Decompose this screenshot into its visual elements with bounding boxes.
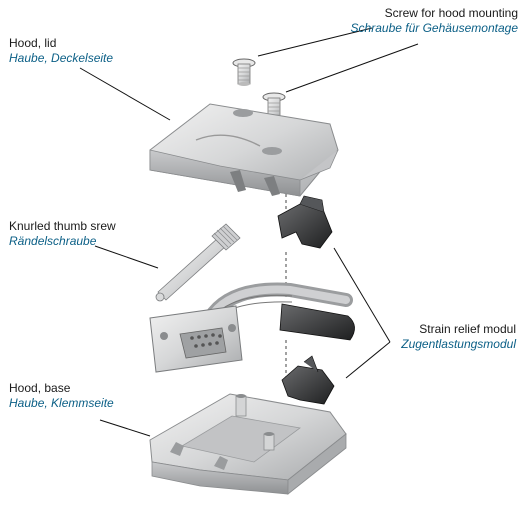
- leader-screw-2: [285, 43, 419, 93]
- leader-hood-lid: [79, 67, 171, 121]
- leader-lines: [79, 27, 419, 437]
- callout-thumb-screw-de: Rändelschraube: [9, 234, 97, 248]
- leader-thumb-screw: [94, 245, 159, 269]
- callout-thumb-screw-en: Knurled thumb srew: [9, 219, 116, 233]
- callout-hood-lid: Hood, lid Haube, Deckelseite: [9, 36, 113, 66]
- callout-hood-base-en: Hood, base: [9, 381, 71, 395]
- callout-screw-en: Screw for hood mounting: [384, 6, 518, 20]
- callout-thumb-screw: Knurled thumb srew Rändelschraube: [9, 219, 116, 249]
- callout-strain-relief-en: Strain relief modul: [419, 322, 516, 336]
- callout-strain-relief: Strain relief modul Zugentlastungsmodul: [401, 322, 516, 352]
- clamp-icon: [281, 355, 335, 405]
- callout-hood-lid-en: Hood, lid: [9, 36, 57, 50]
- leader-screw-1: [257, 27, 373, 57]
- leader-strain-relief-1: [333, 247, 391, 343]
- clamp-icon: [277, 195, 333, 249]
- callout-hood-base-de: Haube, Klemmseite: [9, 396, 114, 410]
- leader-strain-relief-2: [345, 341, 391, 379]
- callout-hood-lid-de: Haube, Deckelseite: [9, 51, 114, 65]
- leader-hood-base: [99, 419, 151, 437]
- lid-icon: [149, 103, 339, 197]
- callout-screw-de: Schraube für Gehäusemontage: [350, 21, 518, 35]
- base-icon: [149, 393, 347, 495]
- callout-screw: Screw for hood mounting Schraube für Geh…: [351, 6, 518, 36]
- connector-icon: [149, 305, 243, 373]
- thumb-screw-icon: [155, 223, 241, 302]
- screw-icon: [232, 58, 256, 86]
- callout-hood-base: Hood, base Haube, Klemmseite: [9, 381, 114, 411]
- callout-strain-relief-de: Zugentlastungsmodul: [401, 337, 516, 351]
